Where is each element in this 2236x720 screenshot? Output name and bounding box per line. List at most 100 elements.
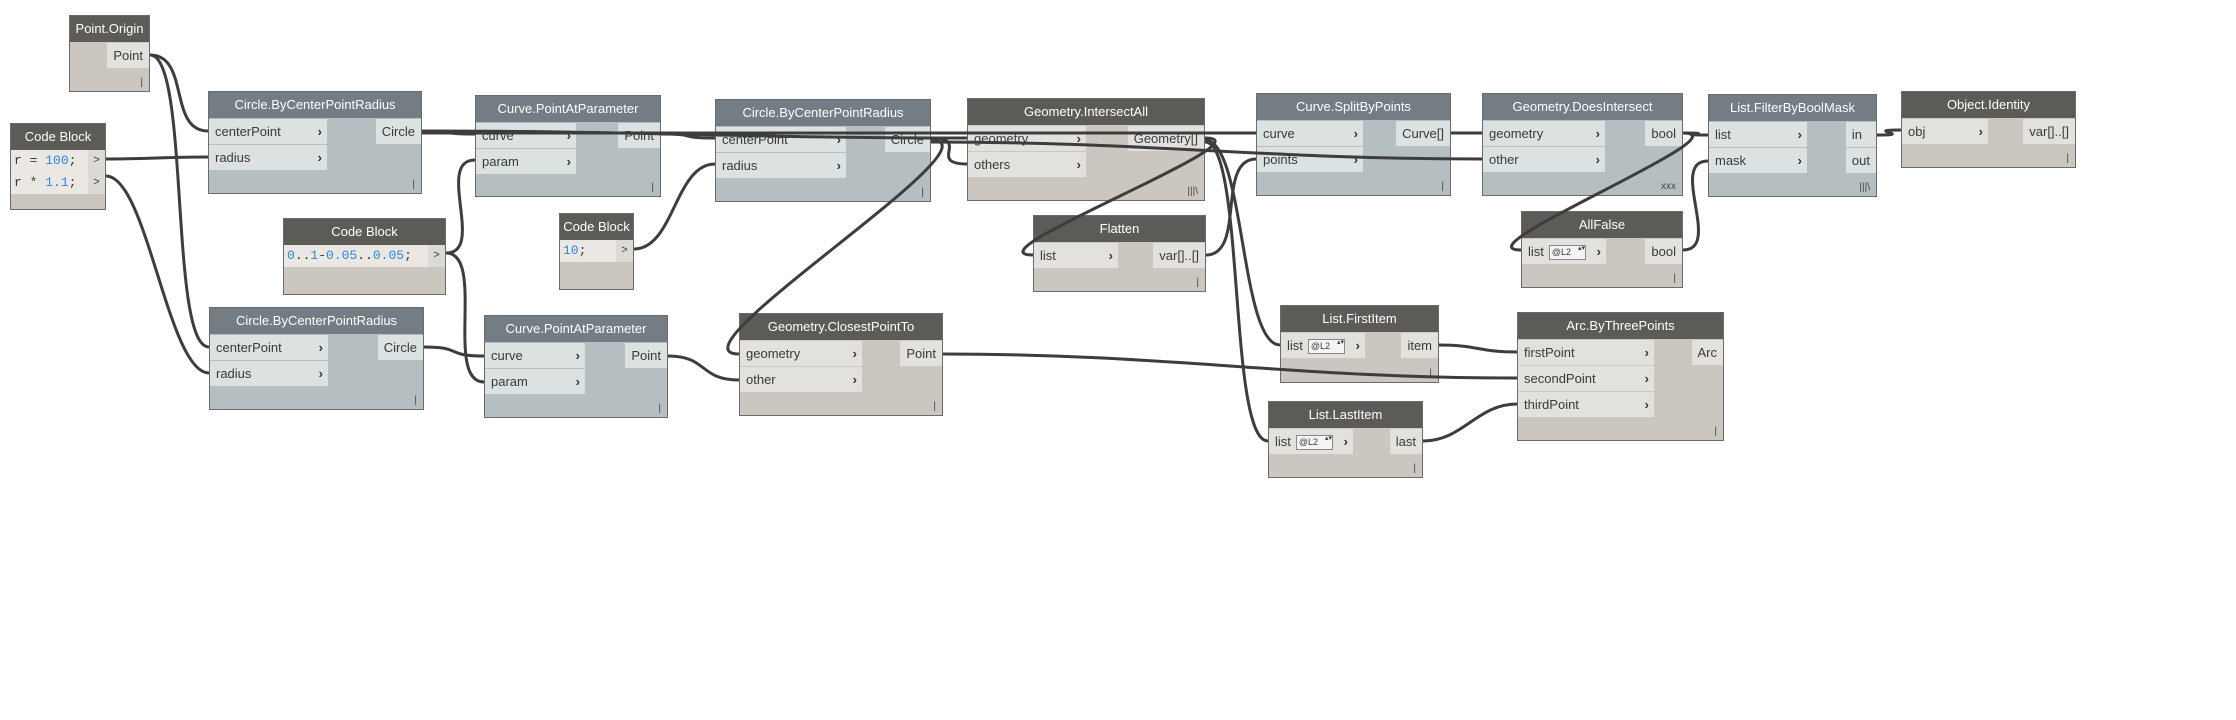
output-port-circle[interactable]: Circle xyxy=(375,119,421,144)
node-title[interactable]: Curve.PointAtParameter xyxy=(485,316,667,342)
node-title[interactable]: List.LastItem xyxy=(1269,402,1422,428)
node-title[interactable]: Flatten xyxy=(1034,216,1205,242)
input-port-points[interactable]: points› xyxy=(1257,147,1363,172)
connector-wire[interactable] xyxy=(1205,157,1257,257)
input-port-mask[interactable]: mask› xyxy=(1709,148,1807,173)
output-port-var[interactable]: var[]..[] xyxy=(2023,119,2075,144)
node-title[interactable]: Curve.SplitByPoints xyxy=(1257,94,1450,120)
connector-wire[interactable] xyxy=(1438,343,1518,354)
connector-wire[interactable] xyxy=(445,158,476,255)
output-port-point[interactable]: Point xyxy=(107,43,149,68)
input-port-other[interactable]: other› xyxy=(740,367,862,392)
list-level-spinner[interactable]: @L2 xyxy=(1548,245,1587,261)
output-port-out[interactable]: out xyxy=(1845,148,1876,173)
input-port-radius[interactable]: radius› xyxy=(716,153,846,178)
output-port-bool[interactable]: bool xyxy=(1645,239,1682,264)
input-port-other[interactable]: other› xyxy=(1483,147,1605,172)
node-title[interactable]: Arc.ByThreePoints xyxy=(1518,313,1723,339)
code-line[interactable]: 0..1-0.05..0.05;> xyxy=(284,245,445,267)
output-port[interactable]: > xyxy=(428,245,445,267)
input-port-curve[interactable]: curve› xyxy=(1257,121,1363,146)
lacing-indicator[interactable]: xxx xyxy=(1661,181,1676,192)
connector-wire[interactable] xyxy=(660,132,716,140)
code-line[interactable]: r = 100;> xyxy=(11,150,105,172)
input-port-list[interactable]: list@L2› xyxy=(1281,333,1365,358)
input-port-list[interactable]: list› xyxy=(1709,122,1807,147)
input-port-geometry[interactable]: geometry› xyxy=(1483,121,1605,146)
lacing-indicator[interactable]: | xyxy=(1714,426,1717,437)
output-port[interactable]: > xyxy=(616,240,633,262)
connector-wire[interactable] xyxy=(1682,131,1709,137)
lacing-indicator[interactable]: | xyxy=(414,395,417,406)
output-port-curve[interactable]: Curve[] xyxy=(1396,121,1450,146)
node-title[interactable]: List.FirstItem xyxy=(1281,306,1438,332)
code-editor[interactable]: 10;> xyxy=(560,240,633,262)
lacing-indicator[interactable]: | xyxy=(1673,273,1676,284)
connector-wire[interactable] xyxy=(445,251,485,384)
lacing-indicator[interactable]: | xyxy=(2066,153,2069,164)
input-port-geometry[interactable]: geometry› xyxy=(740,341,862,366)
input-port-thirdpoint[interactable]: thirdPoint› xyxy=(1518,392,1654,417)
lacing-indicator[interactable]: | xyxy=(1413,463,1416,474)
input-port-others[interactable]: others› xyxy=(968,152,1086,177)
node-title[interactable]: Curve.PointAtParameter xyxy=(476,96,660,122)
input-port-curve[interactable]: curve› xyxy=(485,343,585,368)
connector-wire[interactable] xyxy=(149,53,210,349)
node-title[interactable]: Point.Origin xyxy=(70,16,149,42)
node-title[interactable]: Object.Identity xyxy=(1902,92,2075,118)
output-port-circle[interactable]: Circle xyxy=(377,335,423,360)
node-title[interactable]: Circle.ByCenterPointRadius xyxy=(210,308,423,334)
input-port-param[interactable]: param› xyxy=(485,369,585,394)
input-port-secondpoint[interactable]: secondPoint› xyxy=(1518,366,1654,391)
node-title[interactable]: Geometry.IntersectAll xyxy=(968,99,1204,125)
input-port-geometry[interactable]: geometry› xyxy=(968,126,1086,151)
input-port-centerpoint[interactable]: centerPoint› xyxy=(209,119,327,144)
connector-wire[interactable] xyxy=(930,136,968,166)
code-line[interactable]: r * 1.1;> xyxy=(11,172,105,194)
node-title[interactable]: AllFalse xyxy=(1522,212,1682,238)
output-port-in[interactable]: in xyxy=(1845,122,1876,147)
lacing-indicator[interactable]: | xyxy=(658,403,661,414)
lacing-indicator[interactable]: |||\ xyxy=(1187,186,1198,197)
output-port-last[interactable]: last xyxy=(1389,429,1422,454)
output-port-circle[interactable]: Circle xyxy=(884,127,930,152)
input-port-curve[interactable]: curve› xyxy=(476,123,576,148)
input-port-firstpoint[interactable]: firstPoint› xyxy=(1518,340,1654,365)
lacing-indicator[interactable]: | xyxy=(921,187,924,198)
lacing-indicator[interactable]: | xyxy=(1441,181,1444,192)
code-editor[interactable]: r = 100;>r * 1.1;> xyxy=(11,150,105,194)
input-port-centerpoint[interactable]: centerPoint› xyxy=(716,127,846,152)
output-port[interactable]: > xyxy=(88,172,105,194)
output-port-var[interactable]: var[]..[] xyxy=(1153,243,1205,268)
code-editor[interactable]: 0..1-0.05..0.05;> xyxy=(284,245,445,267)
input-port-list[interactable]: list@L2› xyxy=(1269,429,1353,454)
input-port-centerpoint[interactable]: centerPoint› xyxy=(210,335,328,360)
list-level-spinner[interactable]: @L2 xyxy=(1295,435,1334,451)
connector-wire[interactable] xyxy=(1682,159,1709,252)
node-title[interactable]: Code Block xyxy=(284,219,445,245)
connector-wire[interactable] xyxy=(421,129,476,136)
input-port-list[interactable]: list@L2› xyxy=(1522,239,1606,264)
list-level-spinner[interactable]: @L2 xyxy=(1307,339,1346,355)
node-title[interactable]: Code Block xyxy=(11,124,105,150)
output-port-bool[interactable]: bool xyxy=(1645,121,1682,146)
connector-wire[interactable] xyxy=(667,354,740,382)
output-port-arc[interactable]: Arc xyxy=(1691,340,1723,365)
input-port-obj[interactable]: obj› xyxy=(1902,119,1988,144)
node-title[interactable]: List.FilterByBoolMask xyxy=(1709,95,1876,121)
connector-wire[interactable] xyxy=(105,155,209,161)
